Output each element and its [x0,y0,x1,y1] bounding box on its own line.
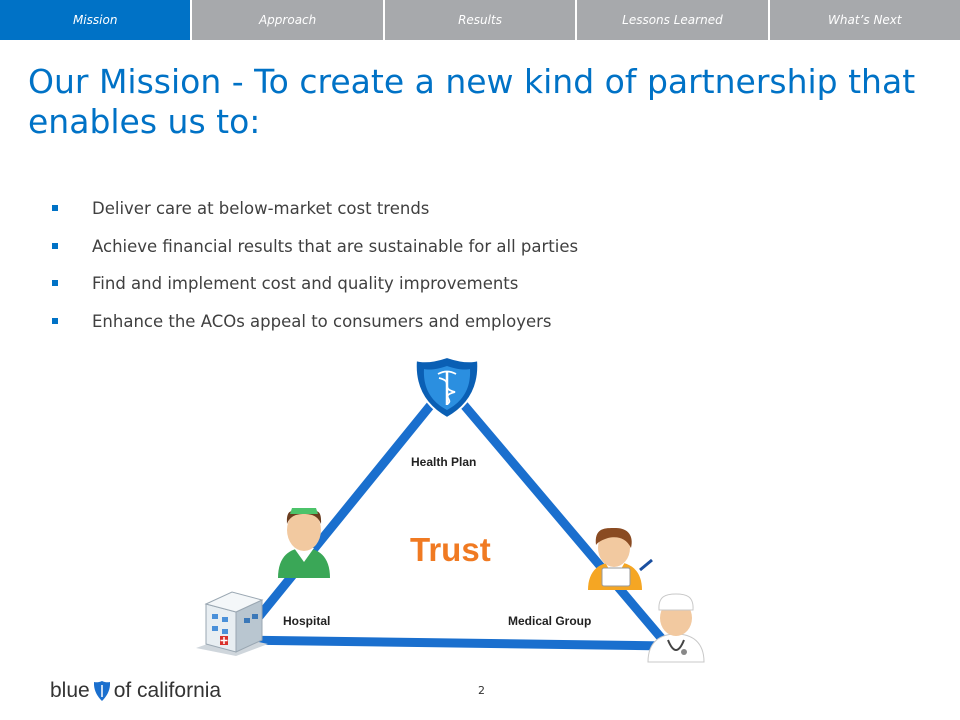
bullet-square-icon [52,317,58,324]
page-title: Our Mission - To create a new kind of pa… [28,62,916,141]
logo-text-blue: blue [50,679,90,702]
shield-caduceus-icon [414,355,480,420]
tab-lessons-learned[interactable]: Lessons Learned [577,0,770,40]
list-item: Deliver care at below-market cost trends [52,196,578,234]
page-number: 2 [478,684,485,697]
top-nav: Mission Approach Results Lessons Learned… [0,0,960,40]
tab-results[interactable]: Results [385,0,578,40]
hospital-building-icon [196,591,268,656]
node-label-hospital: Hospital [283,614,331,628]
bullet-square-icon [52,280,58,286]
triangle-outline [235,380,673,651]
tab-mission[interactable]: Mission [0,0,193,40]
list-item: Enhance the ACOs appeal to consumers and… [52,309,578,347]
bullet-square-icon [52,242,58,249]
node-label-medical-group: Medical Group [508,614,592,628]
trust-label: Trust [410,531,491,568]
logo-text-of-california: of california [113,679,222,702]
bullet-square-icon [52,205,58,211]
node-label-health-plan: Health Plan [411,455,477,469]
tab-whats-next[interactable]: What’s Next [828,13,902,27]
nurse-icon [278,508,330,578]
shield-logo-icon [93,681,110,701]
tab-approach[interactable]: Approach [192,0,385,40]
surgeon-icon [647,593,705,663]
doctor-writing-icon [588,527,653,590]
company-logo: blue of california [50,679,221,703]
list-item: Achieve financial results that are susta… [52,234,578,272]
bullet-list: Deliver care at below-market cost trends… [52,196,578,346]
list-item: Find and implement cost and quality impr… [52,271,578,309]
